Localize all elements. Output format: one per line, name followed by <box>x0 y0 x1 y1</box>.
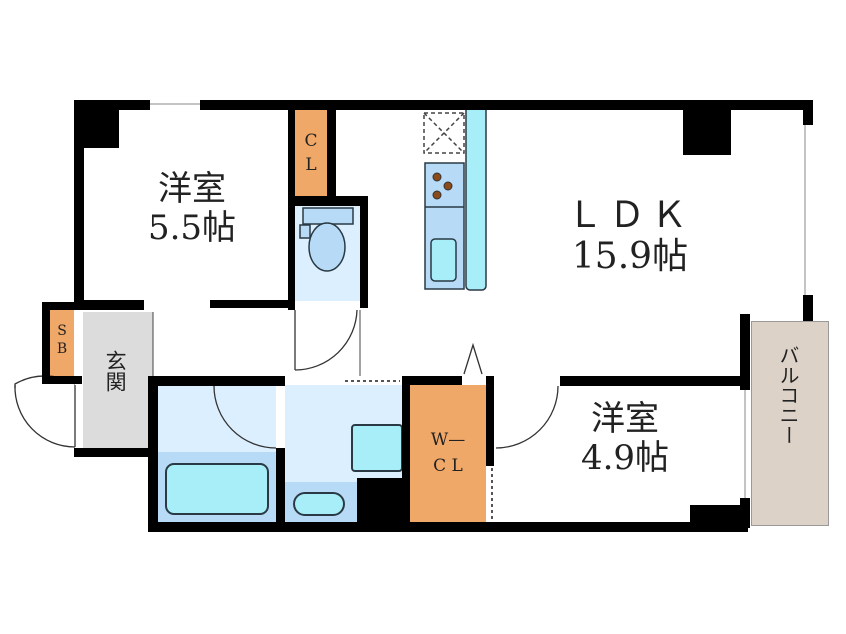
wall-room2-right-lower <box>740 498 750 528</box>
closet-cl-fill <box>295 110 327 196</box>
wall-top-right <box>420 100 812 110</box>
wall-room2-right <box>740 314 750 390</box>
entrance-fill <box>83 312 153 448</box>
balcony-fill <box>751 321 829 526</box>
western-room-2-label: 洋室 4.9帖 <box>545 399 705 479</box>
wall-room1-bottom-right <box>210 300 295 308</box>
wall-room2-top <box>560 376 750 386</box>
sb-line1: S <box>57 323 67 339</box>
wall-top-mid <box>200 100 420 110</box>
closet-cl-line2: L <box>305 154 317 175</box>
wall-toilet-top <box>288 196 368 206</box>
ldk-size: 15.9帖 <box>571 236 689 278</box>
shoe-box-fill <box>50 310 74 376</box>
wic-line1: W— <box>430 430 466 450</box>
wall-sb-bottom <box>42 376 82 384</box>
sb-line2: B <box>56 341 68 358</box>
wall-sb-top <box>42 302 82 310</box>
wall-room1-bottom <box>74 300 144 310</box>
column-top-left <box>74 100 119 148</box>
wall-bath-wash-divider <box>276 448 285 528</box>
western-room-1-size: 5.5帖 <box>147 208 237 249</box>
wall-entrance-bottom <box>74 448 158 457</box>
column-ldk <box>683 110 731 155</box>
wall-left-upper <box>74 100 84 310</box>
walk-in-closet-label: W— C L <box>410 428 486 479</box>
wall-sb-left <box>42 302 50 384</box>
wall-right-upper <box>803 100 813 125</box>
wall-cl-left <box>288 110 295 210</box>
column-room2 <box>690 505 748 527</box>
wic-line2: C L <box>433 455 463 476</box>
wall-bath-left <box>148 376 158 532</box>
wall-toilet-left <box>288 196 295 310</box>
western-room-2-size: 4.9帖 <box>580 438 670 479</box>
ldk-label: ＬＤＫ 15.9帖 <box>530 195 730 278</box>
ldk-name: ＬＤＫ <box>566 195 693 236</box>
wall-right-lower <box>803 295 813 321</box>
closet-cl-label: C L <box>295 130 327 178</box>
entrance-label: 玄関 <box>103 350 128 392</box>
walk-in-closet-fill <box>410 385 486 522</box>
western-room-1-name: 洋室 <box>158 169 226 209</box>
balcony-label: バルコニー <box>776 345 800 445</box>
wall-wic-right <box>486 376 494 466</box>
shoe-box-label: S B <box>50 322 74 358</box>
wall-bath-top <box>148 376 285 386</box>
wall-wic-top <box>402 376 462 385</box>
western-room-2-name: 洋室 <box>591 399 659 439</box>
wall-bottom <box>148 522 748 532</box>
wall-cl-right <box>327 110 336 206</box>
western-room-1-label: 洋室 5.5帖 <box>112 169 272 249</box>
wall-toilet-right <box>360 196 368 308</box>
closet-cl-line1: C <box>304 131 318 151</box>
wall-wash-wic-divider <box>402 376 410 526</box>
